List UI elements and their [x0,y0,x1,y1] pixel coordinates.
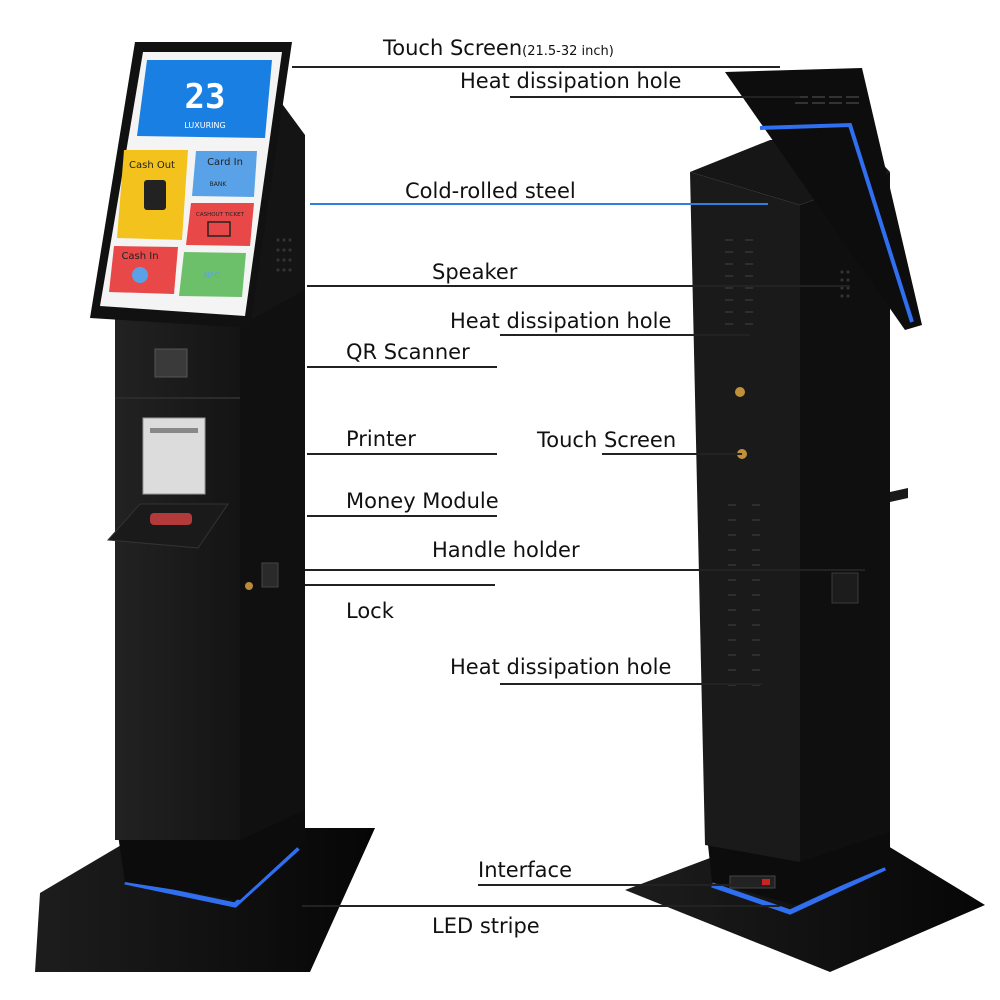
tile-cashout-ticket[interactable] [186,203,254,246]
leader-cold-rolled-steel [310,203,768,205]
label-touch-screen-size: (21.5-32 inch) [522,44,614,59]
leader-heat-hole-2 [500,334,750,336]
front-lock [245,582,253,590]
back-lock-lower [737,449,747,459]
tile-ticket-icon [207,221,231,237]
tile-cash-out-label: Cash Out [129,160,175,171]
leader-touch-screen-mid [602,453,742,455]
tile-card-in-label: Card In [207,157,243,168]
back-side-bracket [890,488,908,502]
back-heat-vents-top [795,96,859,104]
back-speaker-grille [840,270,850,298]
back-heat-vents-lower [728,504,760,686]
front-column-side [240,255,305,840]
front-printer-slot [150,428,198,433]
front-qr-scanner [154,348,188,378]
label-heat-hole-3: Heat dissipation hole [450,655,672,679]
label-handle-holder: Handle holder [432,538,580,562]
front-kiosk: 23 LUXURING Cash Out Card In BANK CASHOU… [35,42,375,972]
back-screen-panel [725,68,922,330]
leader-interface [478,884,733,886]
screen-logo-text: LUXURING [184,121,225,130]
label-heat-hole-1: Heat dissipation hole [460,69,682,93]
front-money-tray [106,503,229,549]
label-led-stripe: LED stripe [432,914,540,938]
label-cold-rolled-steel: Cold-rolled steel [405,179,576,203]
tile-cash-in-label: Cash In [121,251,158,262]
front-handle-holder [261,562,279,588]
back-column-face [690,172,800,862]
leader-led-stripe [302,905,780,907]
screen-logo-mark: 23 [185,77,226,117]
tile-cash-out-icon [144,180,166,210]
back-column-side [800,172,890,862]
front-money-slot [150,513,192,525]
label-touch-screen-mid: Touch Screen [537,428,677,452]
label-speaker: Speaker [432,260,518,284]
back-handle-holder [831,572,859,604]
label-qr-scanner: QR Scanner [346,340,470,364]
back-kiosk [625,68,985,972]
label-touch-screen-top-text: Touch Screen [383,36,523,60]
tile-bank-label: BANK [210,181,228,188]
back-heat-vents-upper [725,239,753,325]
leader-heat-hole-1 [510,96,800,98]
label-touch-screen-top: Touch Screen(21.5-32 inch) [383,36,614,64]
back-lock-upper [735,387,745,397]
label-money-module: Money Module [346,489,499,513]
front-column-face [115,318,240,840]
tile-nfc-label: NFC [204,271,221,280]
leader-touch-screen-top [292,66,780,68]
tile-ticket-label: CASHOUT TICKET [196,212,245,218]
front-led-stripe [124,846,300,908]
back-led-stripe [711,865,887,915]
label-heat-hole-2: Heat dissipation hole [450,309,672,333]
leader-printer [307,453,497,455]
label-printer: Printer [346,427,416,451]
leader-speaker [307,285,850,287]
back-interface-red-port [762,879,770,885]
back-screen-led-edge [759,122,914,323]
label-lock: Lock [346,599,394,623]
tile-nfc[interactable] [179,252,246,297]
leader-money-module [307,515,497,517]
tile-card-in[interactable] [192,151,257,197]
screen-logo-panel [137,60,272,138]
leader-qr-scanner [307,366,497,368]
leader-handle-holder [305,569,865,571]
front-speaker-grille [276,238,292,272]
label-interface: Interface [478,858,573,882]
leader-heat-hole-3 [500,683,762,685]
tile-cash-in-icon [132,267,148,283]
leader-lock [305,584,495,586]
